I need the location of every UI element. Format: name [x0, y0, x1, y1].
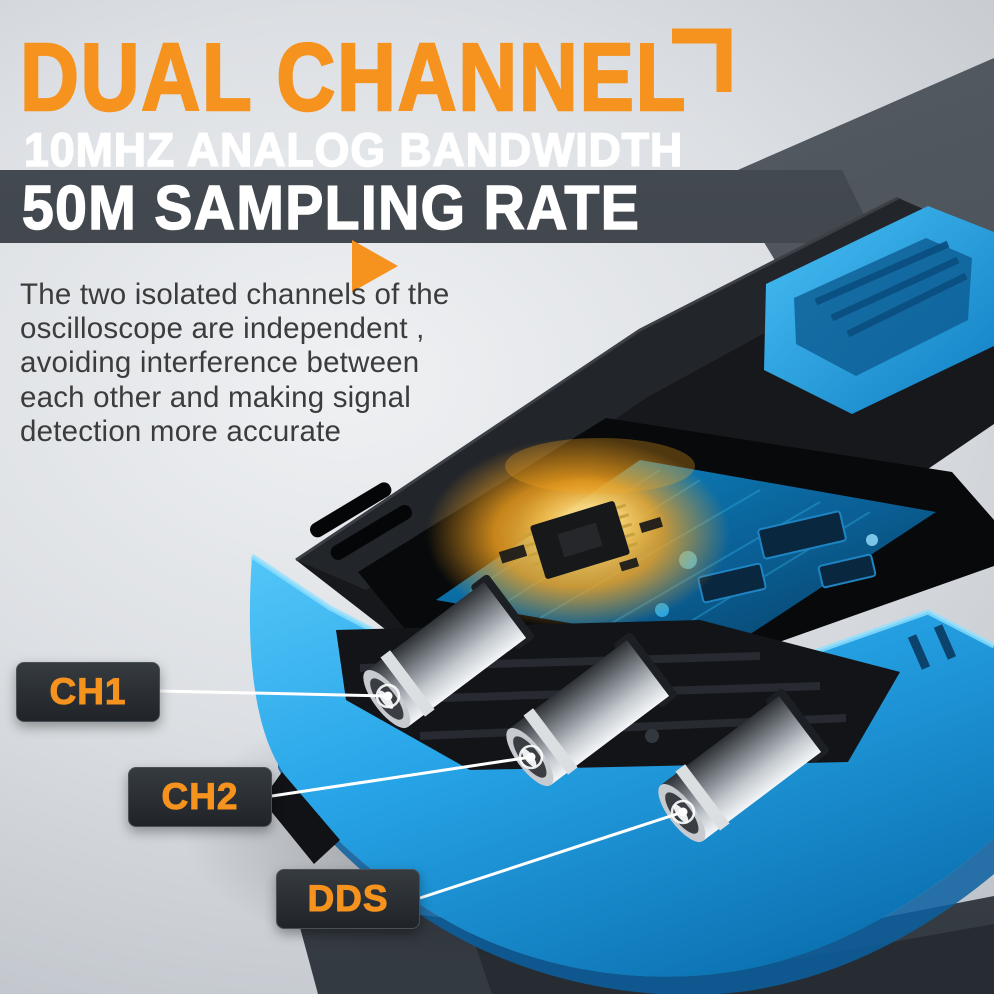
callout-line-dds [419, 810, 684, 900]
callout-line-ch1 [159, 689, 389, 698]
page-title: DUAL CHANNEL [19, 24, 688, 131]
corner-bracket-icon [664, 20, 740, 100]
bnc-connector-dds [658, 688, 829, 843]
callout-badge-ch1: CH1 [16, 662, 160, 722]
circuit-board [426, 438, 936, 650]
vent-slots [310, 482, 412, 560]
device-screen-bezel [764, 206, 994, 414]
main-chip [522, 501, 638, 579]
callout-line-ch2 [271, 755, 532, 798]
callout-badge-ch2: CH2 [128, 767, 272, 827]
callout-label-ch2: CH2 [161, 776, 239, 818]
callout-badge-dds: DDS [276, 869, 420, 929]
callout-lines [159, 689, 684, 900]
ic-chips [697, 510, 877, 604]
description-text: The two isolated channels of the oscillo… [20, 278, 450, 448]
subtitle-bandwidth: 10MHZ ANALOG BANDWIDTH [23, 123, 684, 176]
callout-label-ch1: CH1 [49, 671, 127, 713]
subtitle-sampling-rate: 50M SAMPLING RATE [21, 174, 641, 243]
callout-label-dds: DDS [307, 878, 389, 920]
callout-points [375, 683, 696, 825]
